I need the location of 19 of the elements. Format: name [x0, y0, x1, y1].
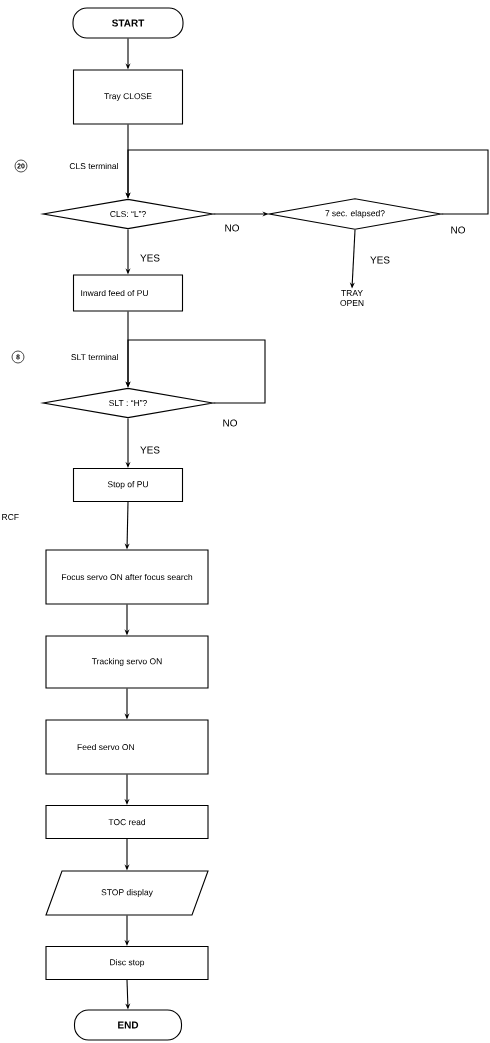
process-box: Tracking servo ON: [45, 635, 209, 689]
edge-label: NO: [221, 418, 239, 428]
edge-label: YES: [139, 445, 161, 455]
process-box: Disc stop: [45, 945, 209, 981]
process-box: Inward feed of PU: [72, 274, 184, 312]
edge-label: NO: [223, 223, 241, 233]
process-box: Stop of PU: [72, 467, 184, 503]
process-box: Focus servo ON after focus search: [45, 549, 209, 605]
cut-off-label: RCF: [2, 514, 19, 520]
edge-label: YES: [139, 253, 161, 263]
display-parallelogram: STOP display: [45, 870, 209, 916]
edge-label: YES: [369, 255, 391, 265]
process-box: Feed servo ON: [45, 719, 209, 775]
process-box: Tray CLOSE: [72, 69, 184, 125]
edge-label: NO: [449, 225, 467, 235]
terminal-label: CLS terminal: [69, 162, 118, 170]
terminal-label: SLT terminal: [71, 353, 118, 361]
outcome-text: TRAY OPEN: [340, 290, 364, 306]
process-box: TOC read: [45, 804, 209, 840]
